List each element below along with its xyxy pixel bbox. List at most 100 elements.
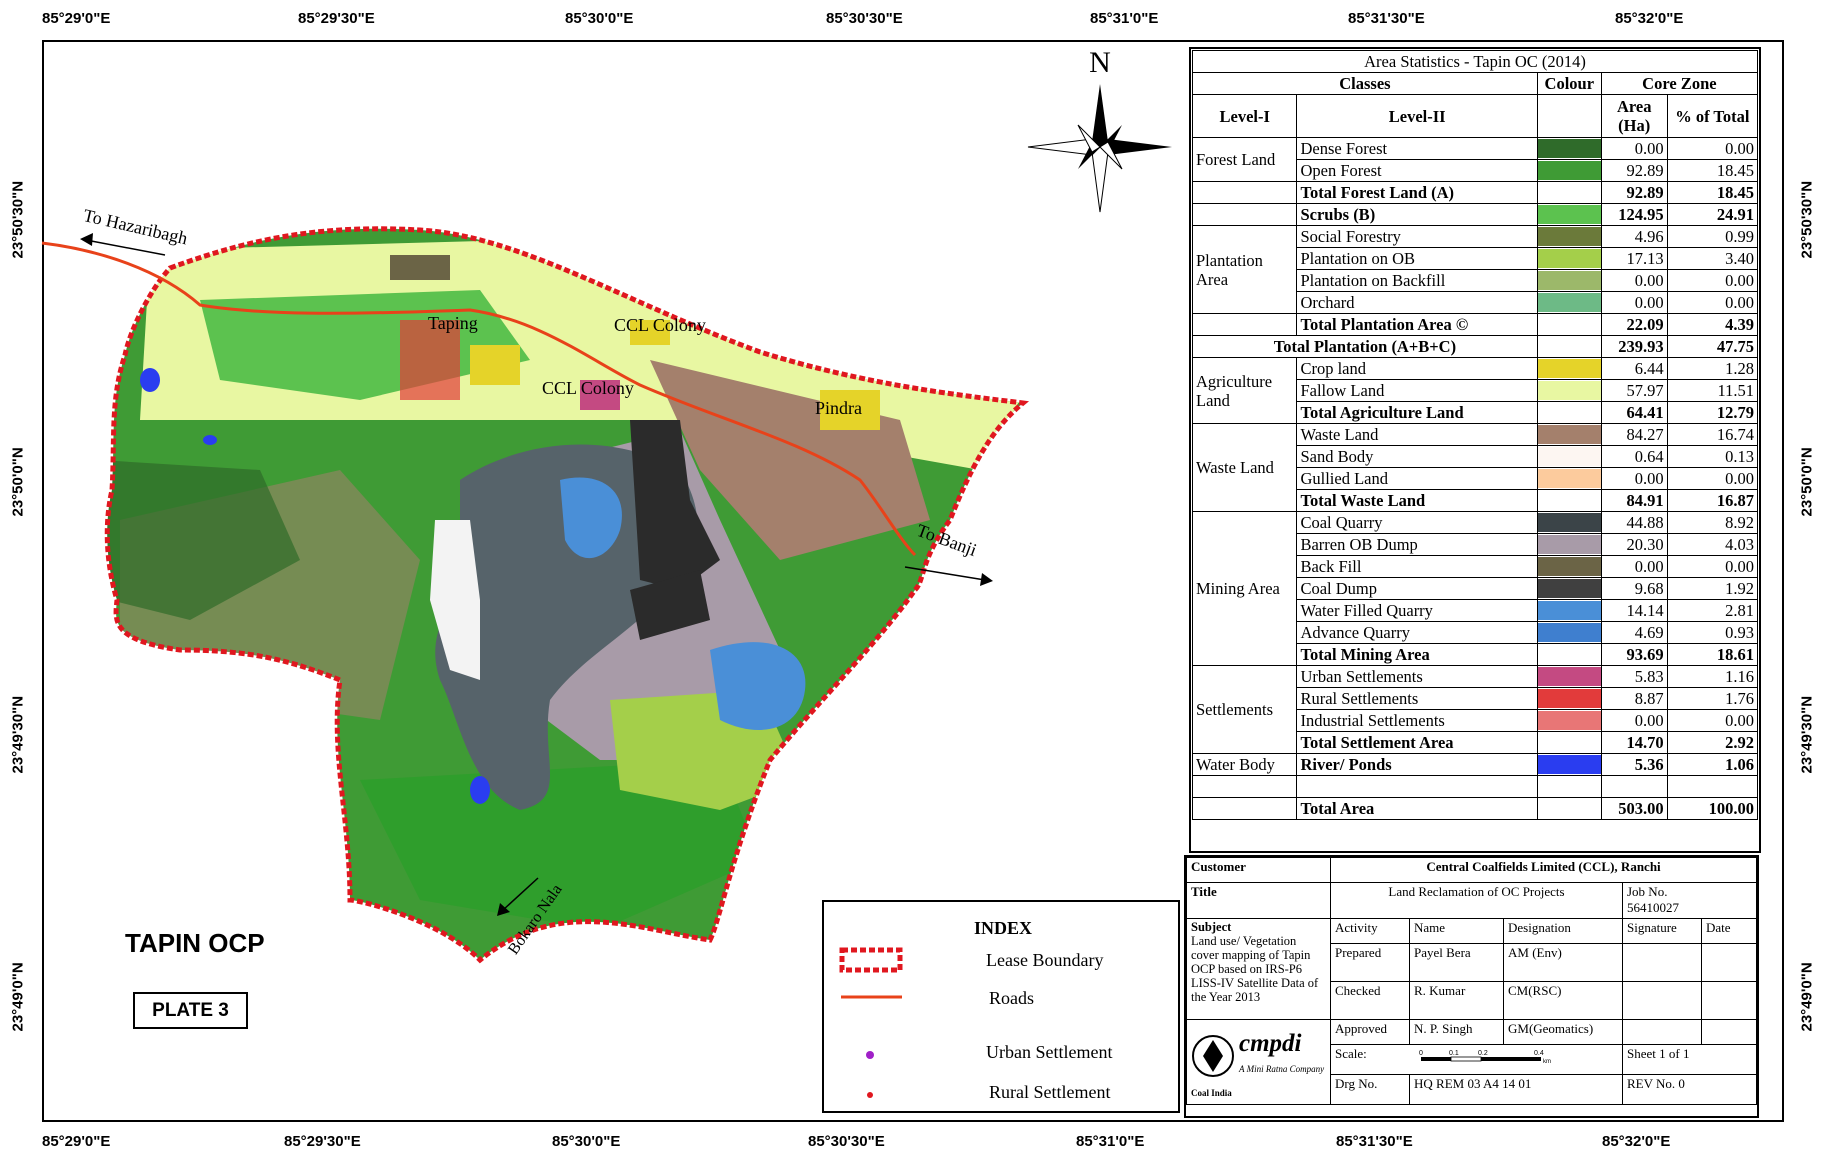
index-item: Lease Boundary xyxy=(986,950,1104,970)
class-name: Crop land xyxy=(1296,357,1538,380)
area-value: 9.68 xyxy=(1600,577,1668,600)
subject-text: Land use/ Vegetation cover mapping of Ta… xyxy=(1191,934,1319,1004)
waste-land-patch xyxy=(650,360,930,560)
pond xyxy=(203,435,217,445)
colour-swatch xyxy=(1536,753,1602,776)
logo-cell: cmpdi A Mini Ratna Company Coal India xyxy=(1186,1019,1331,1105)
core-zone-header: Core Zone xyxy=(1600,72,1759,95)
pct-value: 24.91 xyxy=(1666,203,1759,226)
class-name: Barren OB Dump xyxy=(1296,533,1538,556)
colour-swatch-fill xyxy=(1538,337,1601,356)
top-tick: 85°32'0"E xyxy=(1615,10,1684,27)
class-name: River/ Ponds xyxy=(1296,753,1538,776)
lease-boundary-swatch xyxy=(839,947,903,973)
class-name: Water Filled Quarry xyxy=(1296,599,1538,622)
scale-cell: Scale: 0 0.1 0.2 0.4 km xyxy=(1330,1044,1623,1075)
crop-land xyxy=(820,390,880,430)
pct-value: 4.03 xyxy=(1666,533,1759,556)
plate-label: PLATE 3 xyxy=(133,992,248,1029)
area-value: 0.00 xyxy=(1600,467,1668,490)
level1-cell: Forest Land xyxy=(1191,137,1298,182)
drg-label: Drg No. xyxy=(1330,1074,1410,1105)
pct-value: 1.92 xyxy=(1666,577,1759,600)
coal-india-text: Coal India xyxy=(1191,1088,1232,1098)
forest-patch xyxy=(107,460,300,620)
colour-swatch xyxy=(1536,797,1602,820)
label-ccl-colony: CCL Colony xyxy=(542,378,634,398)
label-ccl-colony: CCL Colony xyxy=(614,315,706,335)
pct-value: 18.45 xyxy=(1666,181,1759,204)
area-value: 503.00 xyxy=(1600,797,1668,820)
subject-label: Subject xyxy=(1191,920,1232,934)
north-arrow xyxy=(1027,84,1172,213)
top-tick: 85°30'0"E xyxy=(565,10,634,27)
colour-swatch xyxy=(1536,621,1602,644)
job-cell: Job No.56410027 xyxy=(1622,882,1757,919)
colour-swatch-fill xyxy=(1538,183,1601,202)
level1-cell xyxy=(1191,797,1298,820)
name-header: Name xyxy=(1409,918,1504,944)
colour-swatch xyxy=(1536,599,1602,622)
colour-swatch-fill xyxy=(1537,667,1601,686)
area-value: 0.00 xyxy=(1600,555,1668,578)
cmpdi-logo-text: cmpdi xyxy=(1239,1030,1302,1057)
colour-swatch-fill xyxy=(1537,381,1601,400)
class-name: Rural Settlements xyxy=(1296,687,1538,710)
checked-designation: CM(RSC) xyxy=(1503,981,1623,1020)
pct-value: 8.92 xyxy=(1666,511,1759,534)
index-title: INDEX xyxy=(974,918,1033,938)
pct-header: % of Total xyxy=(1666,94,1759,138)
classes-header: Classes xyxy=(1192,72,1538,95)
pct-value: 0.00 xyxy=(1666,269,1759,292)
coal-dump xyxy=(630,420,720,590)
area-value: 5.83 xyxy=(1600,665,1668,688)
area-value: 5.36 xyxy=(1600,753,1668,776)
colour-swatch xyxy=(1536,731,1602,754)
title-label: Title xyxy=(1186,882,1331,919)
level1-cell xyxy=(1191,203,1298,226)
class-name: Orchard xyxy=(1296,291,1538,314)
area-statistics-table: Area Statistics - Tapin OC (2014) Classe… xyxy=(1191,50,1759,820)
forest-patch xyxy=(360,760,760,930)
colour-swatch xyxy=(1536,665,1602,688)
pct-value: 16.87 xyxy=(1666,489,1759,512)
class-name: Total Mining Area xyxy=(1296,643,1538,666)
level1-cell: Plantation Area xyxy=(1191,225,1298,314)
area-value: 14.14 xyxy=(1600,599,1668,622)
area-value: 84.91 xyxy=(1600,489,1668,512)
social-forestry xyxy=(390,255,450,280)
colour-swatch-fill xyxy=(1537,711,1601,730)
area-value: 64.41 xyxy=(1600,401,1668,424)
job-label: Job No. xyxy=(1627,884,1668,899)
bottom-tick: 85°29'30"E xyxy=(284,1133,361,1150)
drg-value: HQ REM 03 A4 14 01 xyxy=(1409,1074,1623,1105)
index-item: Rural Settlement xyxy=(989,1082,1111,1102)
bottom-tick: 85°31'30"E xyxy=(1336,1133,1413,1150)
class-name: Total Plantation (A+B+C) xyxy=(1192,335,1538,358)
pct-value: 0.00 xyxy=(1666,555,1759,578)
class-name: Total Plantation Area © xyxy=(1296,313,1538,336)
colour-swatch xyxy=(1536,335,1602,358)
blank-cell xyxy=(1600,775,1668,798)
blank-cell xyxy=(1666,775,1759,798)
blank-cell xyxy=(1536,775,1602,798)
colour-swatch xyxy=(1536,577,1602,600)
colour-swatch xyxy=(1536,291,1602,314)
colour-swatch xyxy=(1536,269,1602,292)
arrow-head xyxy=(980,573,993,586)
colour-swatch-fill xyxy=(1537,535,1601,554)
bottom-tick: 85°29'0"E xyxy=(42,1133,111,1150)
pct-value: 1.16 xyxy=(1666,665,1759,688)
pct-value: 2.92 xyxy=(1666,731,1759,754)
approved-signature xyxy=(1622,1019,1702,1045)
pct-value: 1.28 xyxy=(1666,357,1759,380)
bottom-tick: 85°30'30"E xyxy=(808,1133,885,1150)
